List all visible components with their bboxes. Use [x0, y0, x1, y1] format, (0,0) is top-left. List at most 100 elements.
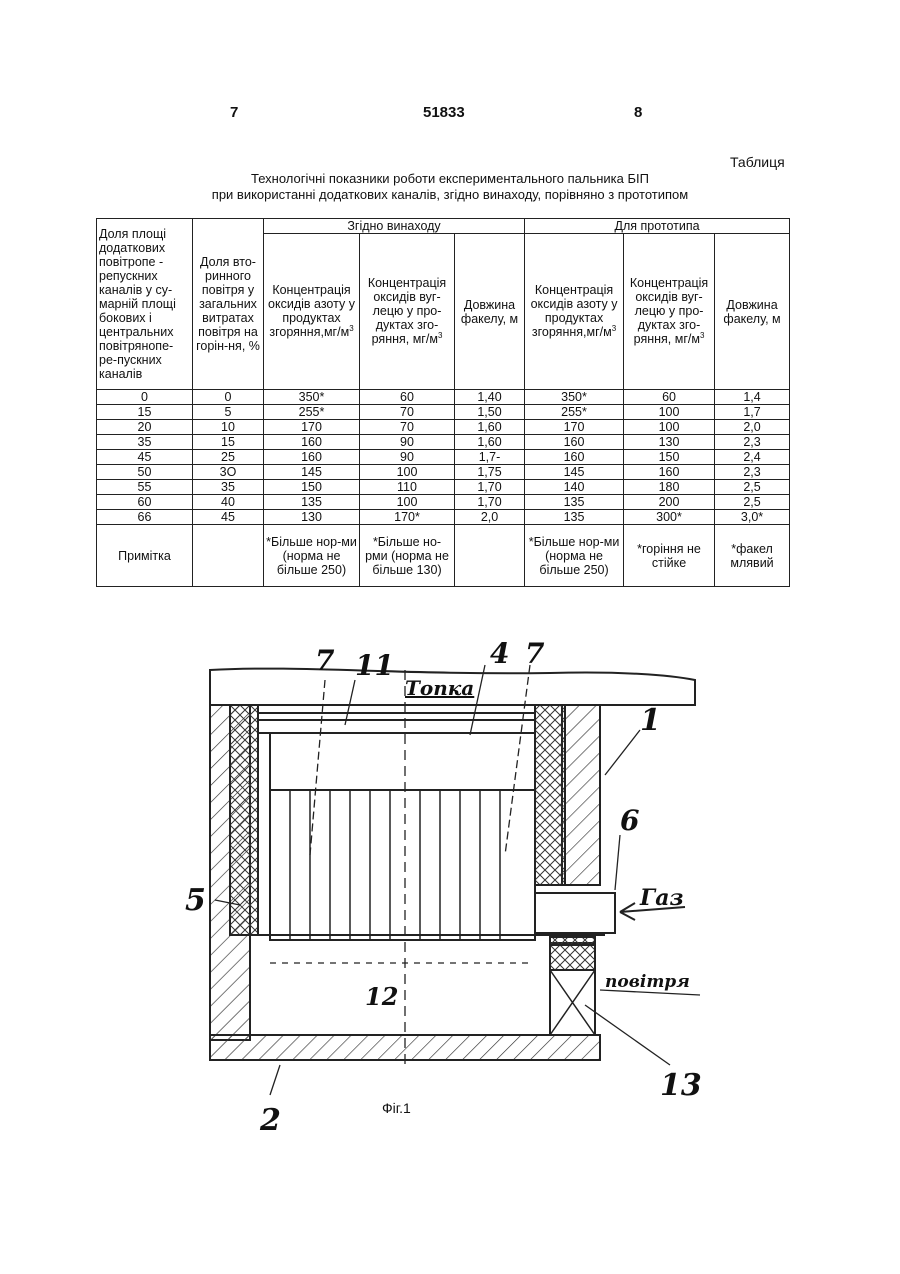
burner-block: [270, 733, 535, 790]
table-cell: 180: [624, 480, 715, 495]
table-cell: 255*: [264, 405, 360, 420]
header-nox-prototype: Концентрація оксидів азоту у продуктах з…: [525, 234, 624, 390]
label-gaz: Газ: [639, 885, 683, 911]
table-row: 6645130170*2,0135300*3,0*: [97, 510, 790, 525]
table-cell: 35: [97, 435, 193, 450]
table-cell: 45: [193, 510, 264, 525]
table-cell: 1,60: [455, 435, 525, 450]
table-cell: 3,0*: [715, 510, 790, 525]
header-channel-share: Доля площі додаткових повітропе - репуск…: [97, 219, 193, 390]
label-12: 12: [365, 982, 398, 1011]
note-empty-flame: [455, 525, 525, 587]
table-cell: 170: [525, 420, 624, 435]
table-title-line-1: Технологічні показники роботи експеримен…: [0, 171, 900, 186]
label-topka: Топка: [405, 676, 474, 700]
table-cell: 170: [264, 420, 360, 435]
table-cell: 140: [525, 480, 624, 495]
table-cell: 2,3: [715, 465, 790, 480]
table-cell: 5: [193, 405, 264, 420]
patent-number: 51833: [423, 104, 465, 121]
table-cell: 2,5: [715, 495, 790, 510]
table-cell: 1,7-: [455, 450, 525, 465]
table-cell: 100: [360, 495, 455, 510]
table-cell: 100: [360, 465, 455, 480]
table-cell: 40: [193, 495, 264, 510]
table-cell: 100: [624, 405, 715, 420]
table-cell: 0: [193, 390, 264, 405]
table-cell: 90: [360, 435, 455, 450]
table-cell: 10: [193, 420, 264, 435]
note-empty: [193, 525, 264, 587]
table-cell: 150: [264, 480, 360, 495]
table-cell: 350*: [264, 390, 360, 405]
table-cell: 135: [525, 510, 624, 525]
table-cell: 2,5: [715, 480, 790, 495]
table-cell: 60: [360, 390, 455, 405]
table-cell: 160: [624, 465, 715, 480]
table-cell: 135: [264, 495, 360, 510]
table-cell: 20: [97, 420, 193, 435]
table-cell: 160: [264, 435, 360, 450]
table-row: 2010170701,601701002,0: [97, 420, 790, 435]
table-cell: 0: [97, 390, 193, 405]
table-label: Таблиця: [730, 154, 785, 170]
table-cell: 130: [624, 435, 715, 450]
table-cell: 1,4: [715, 390, 790, 405]
note-co: *Більше но-рми (норма не більше 130): [360, 525, 455, 587]
table-cell: 170*: [360, 510, 455, 525]
header-group-prototype: Для прототипа: [525, 219, 790, 234]
label-7a: 7: [315, 644, 335, 677]
table-cell: 160: [264, 450, 360, 465]
outer-wall-right: [562, 705, 600, 885]
header-co-prototype: Концентрація оксидів вуг-лецю у про-дукт…: [624, 234, 715, 390]
note-flame-prototype: *факел млявий: [715, 525, 790, 587]
figure-caption: Фіг.1: [382, 1100, 411, 1116]
table-cell: 1,60: [455, 420, 525, 435]
table-row: 4525160901,7-1601502,4: [97, 450, 790, 465]
table-row: 3515160901,601601302,3: [97, 435, 790, 450]
table-cell: 55: [97, 480, 193, 495]
table-cell: 100: [624, 420, 715, 435]
note-label: Примітка: [97, 525, 193, 587]
label-5: 5: [185, 883, 206, 918]
table-cell: 15: [97, 405, 193, 420]
header-co: Концентрація оксидів вуг-лецю у про-дукт…: [360, 234, 455, 390]
table-row: 503O1451001,751451602,3: [97, 465, 790, 480]
table-cell: 45: [97, 450, 193, 465]
table-row: 155255*701,50255*1001,7: [97, 405, 790, 420]
table-cell: 255*: [525, 405, 624, 420]
header-secondary-air: Доля вто-ринного повітря у загальних вит…: [193, 219, 264, 390]
label-13: 13: [660, 1068, 702, 1103]
table-cell: 70: [360, 405, 455, 420]
table-cell: 150: [624, 450, 715, 465]
note-nox: *Більше нор-ми (норма не більше 250): [264, 525, 360, 587]
table-cell: 145: [264, 465, 360, 480]
table-cell: 1,7: [715, 405, 790, 420]
table-title-line-2: при використанні додаткових каналів, згі…: [0, 187, 900, 202]
table-cell: 1,50: [455, 405, 525, 420]
table-cell: 145: [525, 465, 624, 480]
table-cell: 90: [360, 450, 455, 465]
channel-lines: [290, 790, 500, 940]
inner-wall-left: [230, 705, 258, 935]
table-cell: 1,70: [455, 495, 525, 510]
table-cell: 66: [97, 510, 193, 525]
table-cell: 15: [193, 435, 264, 450]
burner-figure: 7 11 4 7 Топка 1 6 5 Газ повітря 12 13 2: [150, 625, 750, 1145]
label-povitrya: повітря: [605, 972, 690, 992]
header-flame-prototype: Довжина факелу, м: [715, 234, 790, 390]
label-1: 1: [640, 703, 661, 738]
note-co-prototype: *горіння не стійке: [624, 525, 715, 587]
page-number-left: 7: [230, 104, 238, 121]
table-cell: 350*: [525, 390, 624, 405]
header-nox: Концентрація оксидів азоту у продуктах з…: [264, 234, 360, 390]
table-cell: 1,75: [455, 465, 525, 480]
results-table: Доля площі додаткових повітропе - репуск…: [96, 218, 790, 587]
table-cell: 200: [624, 495, 715, 510]
label-2: 2: [259, 1103, 281, 1138]
table-cell: 135: [525, 495, 624, 510]
table-row: 55351501101,701401802,5: [97, 480, 790, 495]
table-cell: 2,4: [715, 450, 790, 465]
note-nox-prototype: *Більше нор-ми (норма не більше 250): [525, 525, 624, 587]
label-7b: 7: [525, 637, 545, 670]
